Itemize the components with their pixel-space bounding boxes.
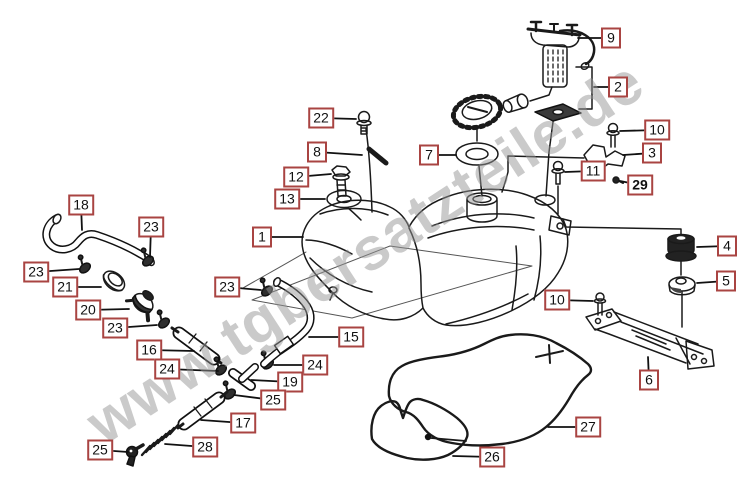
part-number-label-13: 13 xyxy=(274,188,300,210)
part-number-label-24: 24 xyxy=(154,358,180,380)
part-number-label-19: 19 xyxy=(277,371,303,393)
heat-shield-26 xyxy=(371,399,467,460)
mount-linkage-lines xyxy=(563,219,682,327)
part-number-label-3: 3 xyxy=(642,142,662,164)
part-number-label-17: 17 xyxy=(230,412,256,434)
part-number-label-12: 12 xyxy=(283,166,309,188)
mount-bracket-6 xyxy=(586,309,714,369)
screw-22 xyxy=(357,112,371,135)
fuel-valve-20 xyxy=(126,284,163,320)
elbow-fitting-25b xyxy=(127,445,144,466)
fuel-cap xyxy=(450,92,504,141)
part-number-label-16: 16 xyxy=(136,339,162,361)
fuel-hose-15 xyxy=(264,277,311,364)
fuel-tank xyxy=(302,189,571,325)
part-number-label-23: 23 xyxy=(138,216,164,238)
part-number-label-26: 26 xyxy=(479,446,505,468)
part-number-label-22: 22 xyxy=(308,107,334,129)
float-arm xyxy=(530,87,552,101)
part-number-label-1: 1 xyxy=(252,226,272,248)
part-number-label-6: 6 xyxy=(639,369,659,391)
group-bracket-2 xyxy=(576,67,592,109)
part-number-label-27: 27 xyxy=(575,416,601,438)
cap-21 xyxy=(100,267,129,295)
part-number-label-28: 28 xyxy=(192,436,218,458)
frame-panel xyxy=(243,246,532,318)
filler-gasket xyxy=(456,143,498,196)
part-number-label-2: 2 xyxy=(608,76,628,98)
part-number-label-24: 24 xyxy=(302,354,328,376)
part-number-label-10: 10 xyxy=(544,289,570,311)
part-number-label-15: 15 xyxy=(338,326,364,348)
flange-nut-5 xyxy=(669,277,695,295)
spring-28 xyxy=(142,425,178,455)
part-number-label-10: 10 xyxy=(644,119,670,141)
part-number-label-7: 7 xyxy=(419,144,439,166)
part-number-label-23: 23 xyxy=(102,317,128,339)
bolt-10-upper xyxy=(607,124,619,148)
bolt-10-lower xyxy=(595,293,606,315)
breather-rod-8 xyxy=(366,129,386,212)
part-number-label-23: 23 xyxy=(214,276,240,298)
part-number-label-29: 29 xyxy=(627,174,653,196)
part-number-label-9: 9 xyxy=(601,27,621,49)
part-number-label-25: 25 xyxy=(260,389,286,411)
heat-shield-27 xyxy=(389,334,591,445)
part-number-label-20: 20 xyxy=(75,299,101,321)
part-number-label-23: 23 xyxy=(23,261,49,283)
pump-hose xyxy=(560,30,594,64)
float xyxy=(501,93,529,115)
part-number-label-18: 18 xyxy=(68,194,94,216)
rubber-grommet-4 xyxy=(666,235,696,262)
part-number-label-5: 5 xyxy=(716,270,736,292)
part-number-label-8: 8 xyxy=(307,141,327,163)
part-number-label-11: 11 xyxy=(580,160,606,182)
washer-13 xyxy=(327,191,361,221)
tee-fitting-19 xyxy=(233,367,255,386)
bolt-11 xyxy=(552,162,564,215)
fuel-filter-17 xyxy=(178,392,227,428)
part-number-label-4: 4 xyxy=(717,235,737,257)
part-number-label-25: 25 xyxy=(87,439,113,461)
part-number-label-21: 21 xyxy=(52,276,78,298)
fuel-pump-assembly xyxy=(501,22,594,196)
